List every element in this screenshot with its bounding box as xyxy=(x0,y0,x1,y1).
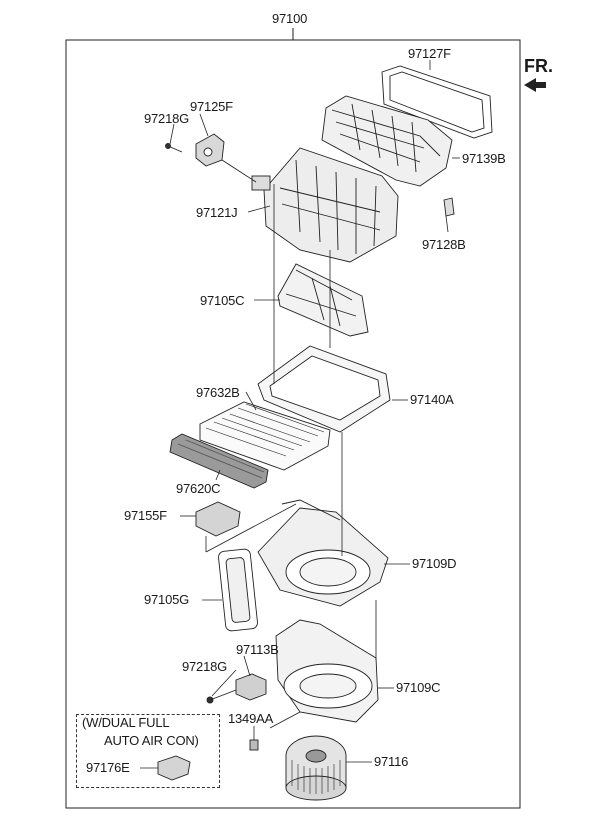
label-97218g-top: 97218G xyxy=(144,111,190,126)
label-97121j: 97121J xyxy=(196,205,238,220)
actuator-97125f-drawing xyxy=(195,133,257,183)
resistor-97113b-drawing xyxy=(235,673,267,701)
screw-97218g-bottom-drawing xyxy=(206,689,237,704)
option-note-line1: (W/DUAL FULL xyxy=(82,715,170,730)
label-97155f: 97155F xyxy=(124,508,167,523)
intake-case-97121j-drawing xyxy=(251,147,399,263)
blower-motor-97116-drawing xyxy=(285,735,347,801)
screw-97218g-top-drawing xyxy=(165,143,183,153)
front-direction-arrow-icon xyxy=(524,78,546,92)
leader-lines xyxy=(140,60,460,769)
label-97140a: 97140A xyxy=(410,392,454,407)
label-97176e: 97176E xyxy=(86,760,130,775)
label-97127f: 97127F xyxy=(408,46,451,61)
label-1349aa: 1349AA xyxy=(228,711,274,726)
cabin-filter-97632b-drawing xyxy=(199,401,331,471)
label-97125f: 97125F xyxy=(190,99,233,114)
label-97632b: 97632B xyxy=(196,385,240,400)
sensor-97155f-drawing xyxy=(195,501,241,537)
blower-case-97109d-drawing xyxy=(257,499,389,607)
label-97218g-bottom: 97218G xyxy=(182,659,228,674)
label-97105g: 97105G xyxy=(144,592,190,607)
blower-case-97109c-drawing xyxy=(275,619,379,723)
clip-97128b-drawing xyxy=(443,197,455,217)
label-97139b: 97139B xyxy=(462,151,506,166)
clip-1349aa-drawing xyxy=(249,739,259,751)
label-97105c: 97105C xyxy=(200,293,245,308)
label-97109c: 97109C xyxy=(396,680,441,695)
gasket-97105g-drawing xyxy=(218,548,258,632)
option-note-box xyxy=(76,714,220,788)
label-97128b: 97128B xyxy=(422,237,466,252)
filter-97620c-drawing xyxy=(169,433,269,489)
option-note-line2: AUTO AIR CON) xyxy=(104,733,199,748)
seal-97127f-drawing xyxy=(381,65,493,139)
case-97139b-drawing xyxy=(321,95,453,187)
label-assembly-97100: 97100 xyxy=(272,11,308,26)
filter-cover-97140a-drawing xyxy=(257,345,391,433)
door-97105c-drawing xyxy=(277,263,369,337)
label-97109d: 97109D xyxy=(412,556,457,571)
label-97116: 97116 xyxy=(374,754,409,769)
label-97113b: 97113B xyxy=(236,642,279,657)
front-direction-label: FR. xyxy=(524,56,553,76)
actuator-97176e-drawing xyxy=(157,755,191,781)
label-97620c: 97620C xyxy=(176,481,221,496)
